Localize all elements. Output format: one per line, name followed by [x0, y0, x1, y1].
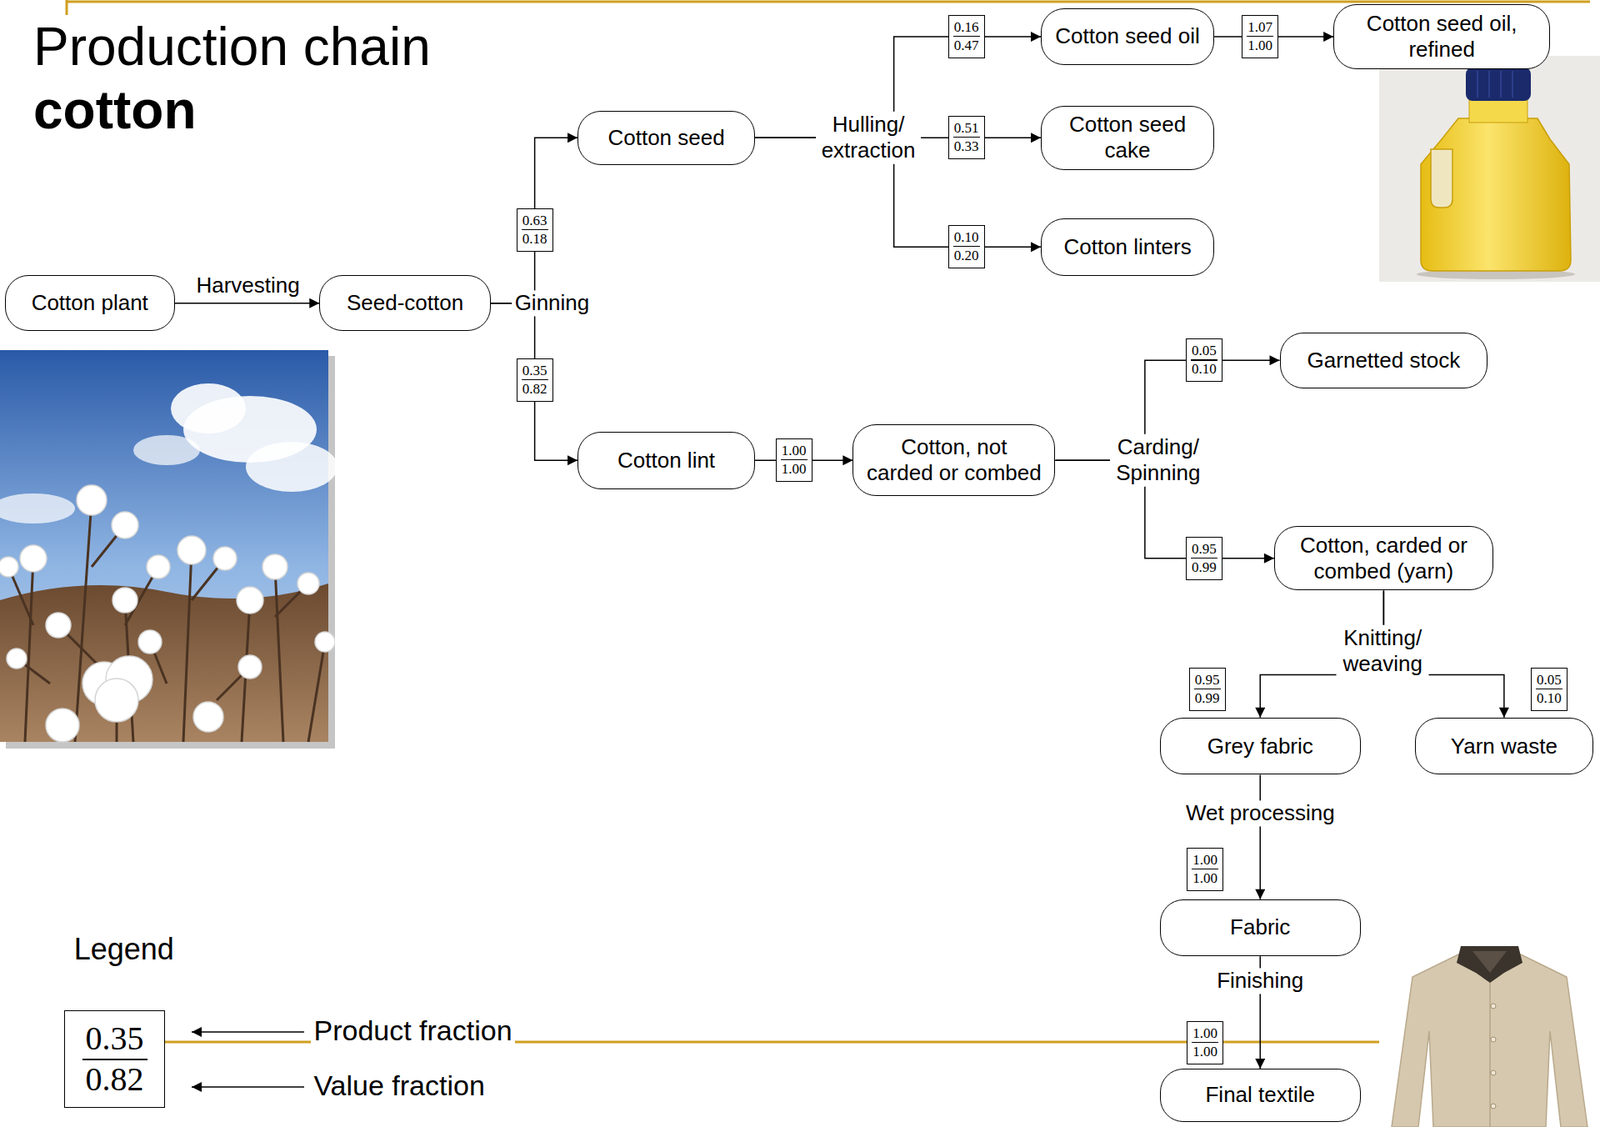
fraction-label: 0.05 0.10: [1190, 341, 1218, 379]
fraction-label: 0.16 0.47: [953, 18, 980, 55]
process-node: Cotton, not carded or combed: [852, 424, 1055, 496]
jug-cap: [1465, 67, 1531, 101]
node-text: Cotton seed: [607, 125, 725, 151]
fraction-label: 1.00 1.00: [1191, 850, 1219, 888]
jug-handle: [1430, 149, 1453, 208]
fraction-label: 0.95 0.99: [1190, 540, 1218, 577]
process-node: Cotton lint: [577, 431, 755, 490]
photo-ground: [1379, 939, 1600, 1127]
fraction-label: 0.05 0.10: [1535, 670, 1563, 708]
process-node: Cotton seed: [577, 110, 755, 165]
node-text: Fabric: [1230, 914, 1290, 940]
fraction-box: 0.51 0.33: [948, 115, 985, 160]
node-text: Cotton, carded or combed (yarn): [1286, 532, 1480, 585]
cap-ridges: [1477, 70, 1513, 98]
process-node: Cotton, carded or combed (yarn): [1274, 525, 1494, 590]
cotton-stems: [8, 500, 325, 742]
node-text: Grey fabric: [1207, 733, 1314, 760]
node-text: Garnetted stock: [1307, 347, 1461, 374]
sky: [0, 350, 329, 742]
process-node: Seed-cotton: [319, 275, 491, 331]
flow-arrow: [490, 303, 578, 461]
fraction-label: 0.10 0.20: [953, 228, 980, 265]
fraction-label: 1.00 1.00: [780, 441, 808, 479]
fraction-label: 1.00 1.00: [1191, 1024, 1219, 1061]
flow-arrow: [1259, 774, 1261, 899]
fraction-box: 1.07 1.00: [1241, 15, 1279, 59]
fraction-box: 0.35 0.82: [516, 358, 554, 402]
process-node: Fabric: [1160, 899, 1361, 957]
fraction-box: 1.00 1.00: [1186, 1020, 1224, 1065]
process-label: Ginning: [512, 290, 593, 316]
process-label-patch: Harvesting: [193, 272, 302, 299]
cotton-bolls: [0, 485, 335, 742]
fraction-box: 0.63 0.18: [516, 208, 554, 252]
process-node: Cotton linters: [1040, 218, 1215, 276]
process-node: Garnetted stock: [1280, 332, 1489, 389]
fraction-box: 0.16 0.47: [948, 15, 985, 59]
node-text: Cotton linters: [1063, 234, 1191, 260]
fraction-label: 0.51 0.33: [953, 119, 980, 156]
process-label: Wet processing: [1183, 800, 1338, 826]
flow-arrow: [175, 302, 320, 305]
process-label: Knitting/ weaving: [1336, 625, 1430, 677]
legend-sample-number: 0.82: [82, 1060, 148, 1099]
process-label: Finishing: [1214, 967, 1306, 994]
legend-text: Value fraction: [313, 1067, 485, 1102]
shirt-placket: [1489, 982, 1491, 1127]
node-text: Cotton seed cake: [1056, 111, 1199, 164]
fraction-label: 0.95 0.99: [1194, 670, 1221, 708]
legend-text: Product fraction: [313, 1012, 512, 1047]
process-node: Yarn waste: [1415, 717, 1594, 775]
node-text: Seed-cotton: [346, 290, 464, 316]
legend-entry: Value fraction: [310, 1067, 487, 1102]
process-node: Cotton seed cake: [1040, 105, 1215, 170]
fraction-box: 0.95 0.99: [1189, 667, 1226, 711]
process-label: Harvesting: [195, 272, 300, 299]
shirt-collar-inside: [1472, 950, 1507, 973]
process-label: Hulling/ extraction: [815, 111, 921, 164]
fraction-label: 0.35 0.82: [521, 361, 549, 399]
shirt-buttons: [1490, 1003, 1496, 1109]
legend-leader-arrow: [191, 1085, 305, 1088]
node-text: Cotton lint: [617, 447, 715, 474]
fraction-box: 0.05 0.10: [1530, 667, 1568, 711]
cotton-field-picture: [0, 350, 335, 749]
flow-arrow: [490, 137, 578, 303]
fraction-box: 1.00 1.00: [775, 438, 813, 482]
fraction-label: 0.63 0.18: [521, 211, 549, 249]
process-node: Cotton seed oil, refined: [1333, 4, 1550, 69]
legend-heading: Legend: [71, 930, 177, 967]
node-text: Final textile: [1205, 1081, 1315, 1108]
legend-leader-arrow: [191, 1030, 305, 1033]
slide-title: Production chain cotton: [33, 15, 500, 142]
node-text: Cotton, not carded or combed: [865, 434, 1043, 486]
fraction-label: 1.07 1.00: [1246, 18, 1274, 55]
legend-sample-box: 0.350.82: [64, 1010, 165, 1108]
process-node: Cotton plant: [5, 275, 175, 331]
process-node: Grey fabric: [1160, 717, 1361, 775]
jug-body: [1420, 118, 1571, 271]
photo-ground: [1379, 55, 1600, 282]
process-node: Cotton seed oil: [1040, 8, 1215, 66]
fraction-box: 0.10 0.20: [948, 225, 985, 269]
process-node: Final textile: [1160, 1068, 1361, 1122]
process-label: Carding/ Spinning: [1110, 434, 1207, 486]
fraction-box: 0.95 0.99: [1185, 536, 1223, 580]
legend-sample-number: 0.35: [82, 1019, 148, 1060]
node-text: Yarn waste: [1450, 733, 1558, 760]
shirt-collar: [1456, 945, 1523, 983]
oil-jug-picture: [1379, 55, 1600, 282]
node-text: Cotton plant: [31, 290, 149, 316]
legend-entry: Product fraction: [310, 1012, 515, 1047]
fraction-box: 0.05 0.10: [1185, 338, 1223, 382]
shirt-picture: [1379, 939, 1600, 1127]
fraction-box: 1.00 1.00: [1186, 847, 1224, 891]
node-text: Cotton seed oil: [1055, 23, 1200, 50]
gold-rule: [66, 0, 1590, 4]
node-text: Cotton seed oil, refined: [1346, 10, 1538, 63]
clouds: [0, 383, 335, 524]
